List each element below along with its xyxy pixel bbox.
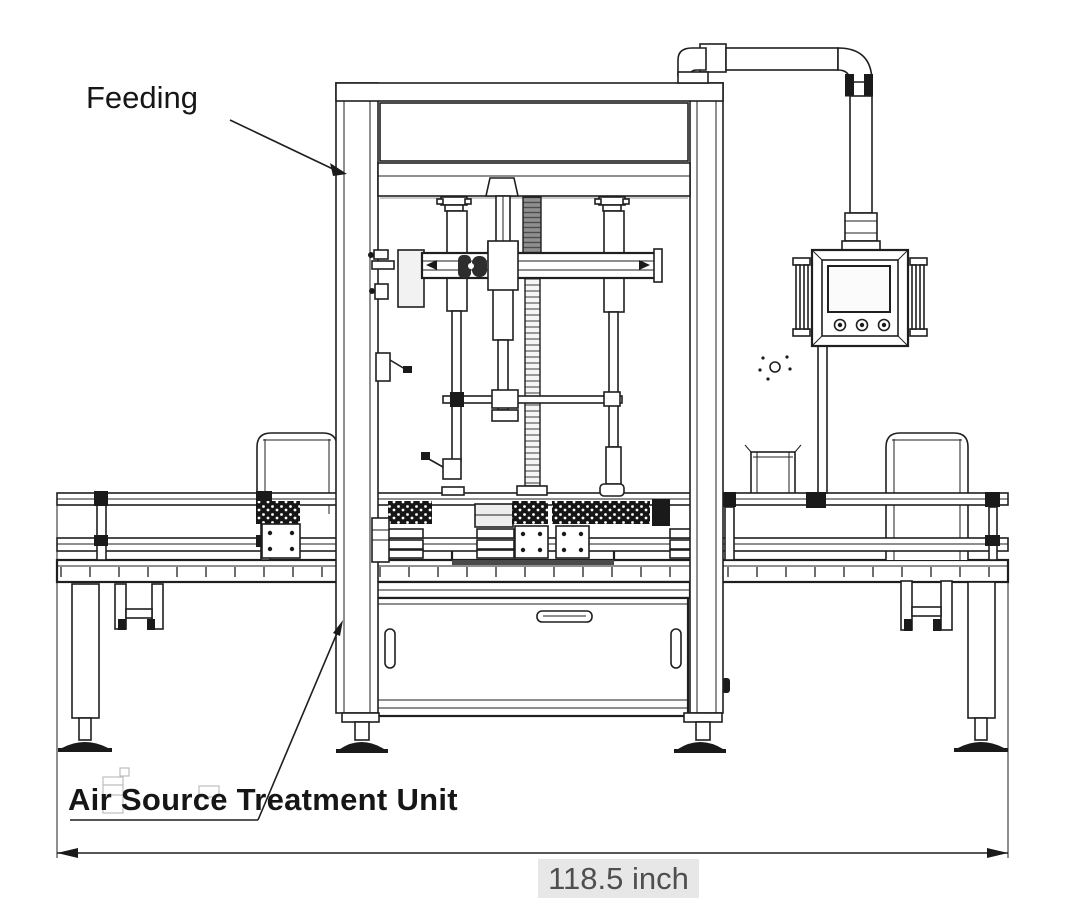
air-source-leader [70, 620, 343, 821]
base-cabinet [373, 580, 730, 718]
panel-buttons [833, 318, 891, 332]
pipe-horizontal [725, 47, 839, 71]
dimension-arrow-left [57, 848, 78, 858]
vent-detail [758, 355, 792, 381]
column-fittings [368, 249, 412, 563]
frame-top-panel [379, 102, 689, 162]
door-handle-left [384, 628, 396, 669]
dimension-value-label: 118.5 inch [538, 859, 699, 898]
dimension-annotation [56, 494, 1009, 858]
faint-frl-sketch [102, 767, 220, 814]
conveyor-leg-right [954, 581, 1008, 752]
control-panel [792, 248, 928, 508]
center-guide-rods [485, 177, 519, 422]
feeding-arrowhead [330, 163, 347, 176]
frame-foot-right [674, 712, 726, 753]
lead-screw [516, 196, 548, 496]
air-source-arrowhead [333, 620, 343, 636]
box-small-open [744, 444, 802, 497]
air-pipe [677, 43, 881, 252]
cylinder-right [594, 196, 630, 497]
feeding-label: Feeding [86, 80, 199, 115]
dimension-arrow-right [987, 848, 1008, 858]
frame-cross-beam [377, 162, 691, 197]
hmi-screen [827, 265, 891, 313]
frame-column-right [689, 82, 724, 714]
gripper-crossbar [397, 240, 663, 308]
panel-handle-right [909, 257, 928, 337]
under-table-bracket-left [114, 583, 164, 630]
conveyor [55, 547, 1010, 752]
machine-frame [335, 82, 726, 753]
indexing-fixtures [256, 499, 703, 559]
panel-mount-pole [817, 345, 828, 494]
panel-button-3 [877, 318, 891, 332]
door-handle-right [670, 628, 682, 669]
panel-button-2 [855, 318, 869, 332]
conveyor-leg-left [58, 583, 112, 752]
pipe-vertical [849, 95, 873, 214]
table-bolt-ticks [60, 567, 1005, 577]
pipe-union [844, 212, 878, 242]
frame-top-beam [335, 82, 724, 102]
under-table-bracket-right [900, 580, 953, 631]
frame-foot-left [336, 712, 388, 753]
feeding-leader [229, 119, 347, 176]
panel-button-1 [833, 318, 847, 332]
air-source-label: Air Source Treatment Unit [68, 782, 458, 817]
frame-column-left [335, 82, 379, 714]
tie-bar [442, 389, 623, 409]
inner-machinery [368, 177, 663, 563]
panel-handle-left [792, 257, 811, 337]
cylinder-left [421, 196, 472, 496]
side-knob [722, 678, 730, 693]
